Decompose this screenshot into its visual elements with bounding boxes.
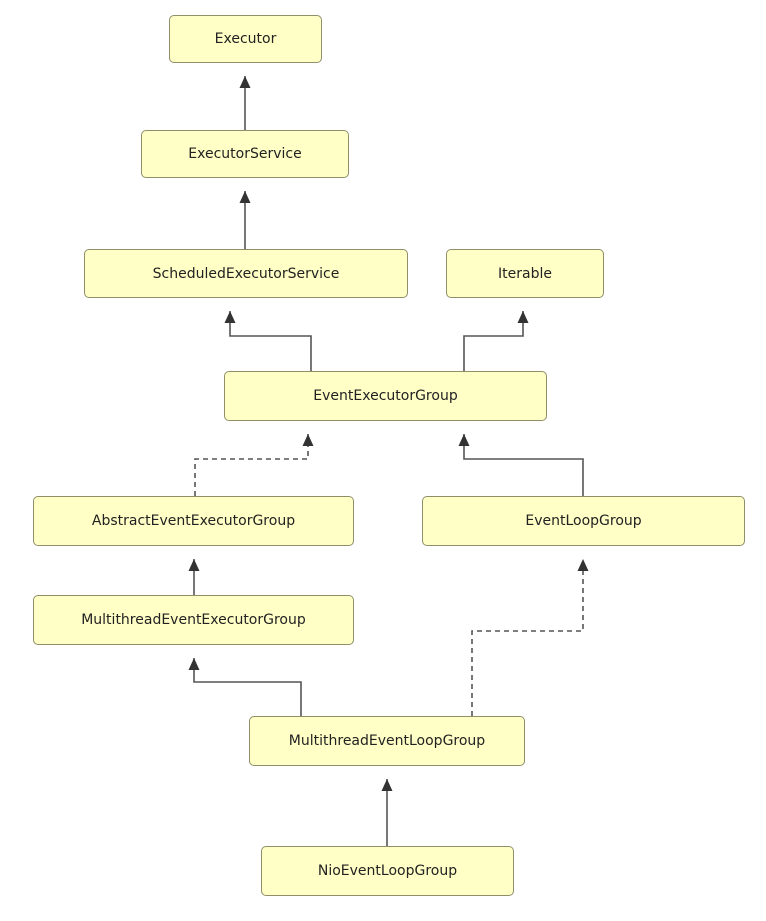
edge-abstract_event_executor_group-to-event_executor_group [194, 434, 309, 496]
edge-multithread_event_loop_group-to-multithread_event_executor_group [193, 658, 302, 716]
node-executor-service[interactable]: ExecutorService [141, 130, 349, 178]
node-scheduled-executor-service[interactable]: ScheduledExecutorService [84, 249, 408, 298]
arrowhead-icon [577, 559, 589, 571]
arrowhead-icon [381, 779, 393, 791]
node-executor[interactable]: Executor [169, 15, 322, 63]
arrowhead-icon [458, 434, 470, 446]
node-multithread-event-loop-group[interactable]: MultithreadEventLoopGroup [249, 716, 525, 766]
arrowhead-icon [302, 434, 314, 446]
node-event-executor-group[interactable]: EventExecutorGroup [224, 371, 547, 421]
arrowhead-icon [224, 311, 236, 323]
edge-event_executor_group-to-scheduled_executor_service [229, 311, 312, 371]
arrowhead-icon [517, 311, 529, 323]
arrowhead-icon [239, 76, 251, 88]
arrowhead-icon [239, 191, 251, 203]
edge-event_loop_group-to-event_executor_group [463, 434, 584, 496]
edge-multithread_event_loop_group-to-event_loop_group [471, 559, 584, 716]
edge-event_executor_group-to-iterable [463, 311, 524, 371]
node-iterable[interactable]: Iterable [446, 249, 604, 298]
node-multithread-event-executor-group[interactable]: MultithreadEventExecutorGroup [33, 595, 354, 645]
arrowhead-icon [188, 658, 200, 670]
node-nio-event-loop-group[interactable]: NioEventLoopGroup [261, 846, 514, 896]
node-event-loop-group[interactable]: EventLoopGroup [422, 496, 745, 546]
arrowhead-icon [188, 559, 200, 571]
node-abstract-event-executor-group[interactable]: AbstractEventExecutorGroup [33, 496, 354, 546]
